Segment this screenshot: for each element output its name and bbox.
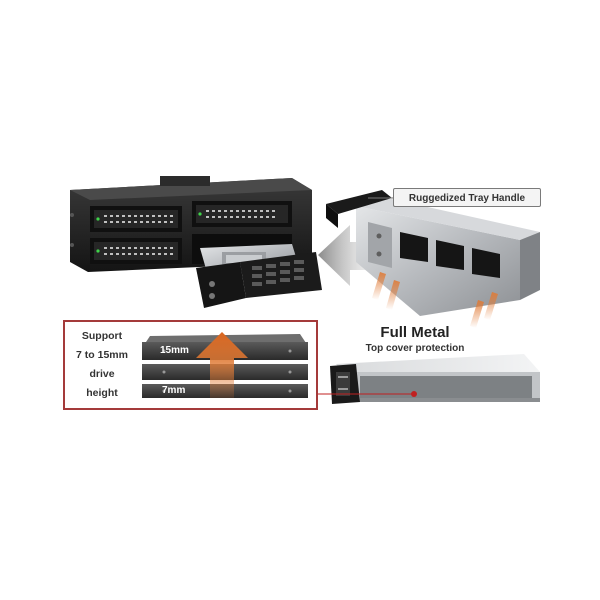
- drive-size-15mm: 15mm: [160, 345, 189, 356]
- drive-bay-1: [90, 206, 182, 232]
- support-line: Support: [81, 330, 123, 342]
- ruggedized-tray: [326, 190, 540, 316]
- support-line: drive: [89, 368, 115, 380]
- height-arrow: [196, 332, 248, 398]
- drive-bay-3: [90, 238, 182, 264]
- drive-size-7mm: 7mm: [162, 385, 186, 396]
- ejected-tray: [192, 234, 322, 308]
- drive-bay-2: [192, 201, 292, 227]
- support-line: 7 to 15mm: [76, 349, 128, 361]
- callout-leader: [318, 197, 417, 397]
- top-cover-subheading: Top cover protection: [365, 343, 465, 354]
- force-arrows: [372, 272, 498, 328]
- metal-cover-tray: [330, 354, 540, 404]
- full-metal-heading: Full Metal: [380, 324, 450, 341]
- support-description: Support 7 to 15mm drive height: [68, 327, 136, 403]
- tray-handle-label: Ruggedized Tray Handle: [393, 188, 541, 207]
- support-box: [63, 320, 318, 410]
- support-line: height: [86, 387, 118, 399]
